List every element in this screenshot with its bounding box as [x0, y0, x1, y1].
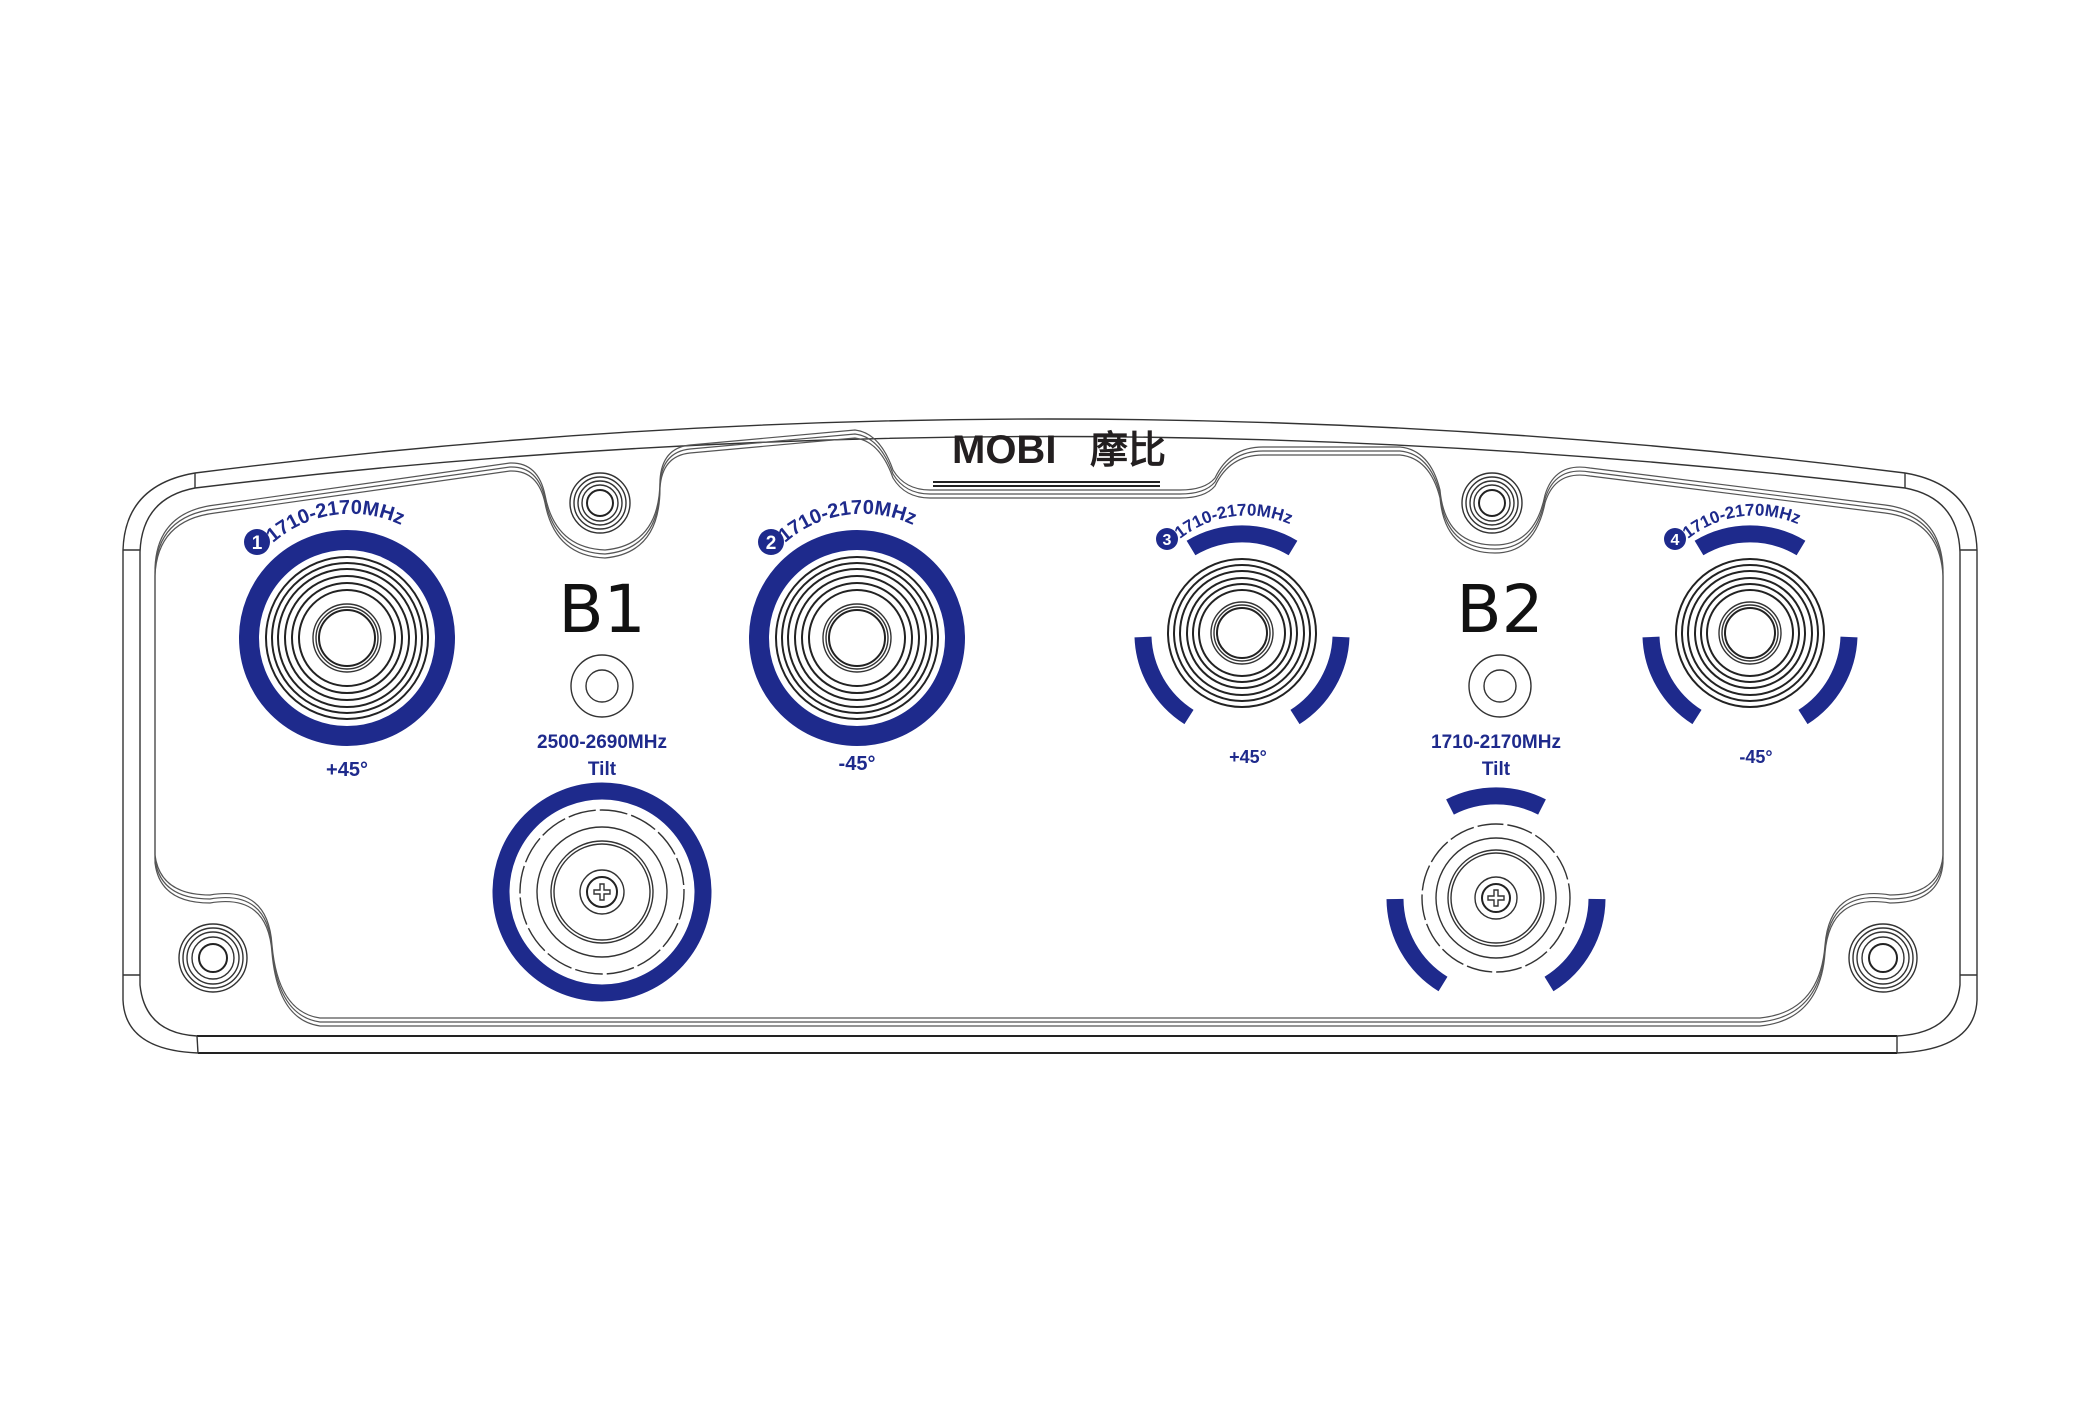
phillips-screw-icon [593, 883, 611, 901]
tilt-band-label: 1710-2170MHz [1431, 732, 1561, 753]
svg-text:3: 3 [1163, 532, 1172, 549]
tilt-port-b1: 2500-2690MHz Tilt [492, 732, 712, 1002]
screw-icon [1461, 472, 1523, 534]
port-number-badge: 2 [758, 529, 784, 555]
inner-gasket [154, 429, 1944, 1027]
polarization-label: -45° [839, 753, 876, 775]
brand-logo: MOBI 摩比 [952, 428, 1166, 472]
housing-outline [122, 418, 1978, 1054]
port-4: 4 1710-2170MHz -45° [1642, 500, 1858, 767]
port-2: 2 1710-2170MHz -45° [749, 497, 965, 775]
logo-text: MOBI [952, 428, 1056, 472]
indicator-hole-icon [570, 654, 634, 718]
screw-icon [1848, 923, 1918, 993]
bank-label: B1 [558, 571, 645, 648]
logo-cjk: 摩比 [1090, 430, 1166, 472]
tilt-label: Tilt [588, 759, 617, 780]
port-number-badge: 1 [244, 529, 270, 555]
screw-icon [178, 923, 248, 993]
port-number-badge: 4 [1664, 528, 1686, 550]
tilt-label: Tilt [1482, 759, 1511, 780]
port-1: 1 1710-2170MHz +45° [239, 497, 455, 781]
bank-label: B2 [1456, 571, 1543, 648]
port-3: 3 1710-2170MHz +45° [1134, 500, 1350, 767]
polarization-label: +45° [326, 759, 368, 781]
bank-b1: B1 [558, 571, 646, 718]
polarization-label: -45° [1739, 747, 1772, 767]
tilt-port-b2: 1710-2170MHz Tilt [1386, 732, 1606, 992]
svg-text:4: 4 [1671, 532, 1680, 549]
port-number-badge: 3 [1156, 528, 1178, 550]
bank-b2: B2 [1456, 571, 1544, 718]
svg-text:1: 1 [252, 533, 263, 554]
svg-text:2: 2 [766, 533, 777, 554]
polarization-label: +45° [1229, 747, 1267, 767]
mounting-screws [178, 472, 1918, 993]
screw-icon [569, 472, 631, 534]
tilt-band-label: 2500-2690MHz [537, 732, 667, 753]
indicator-hole-icon [1468, 654, 1532, 718]
phillips-screw-icon [1487, 889, 1505, 907]
